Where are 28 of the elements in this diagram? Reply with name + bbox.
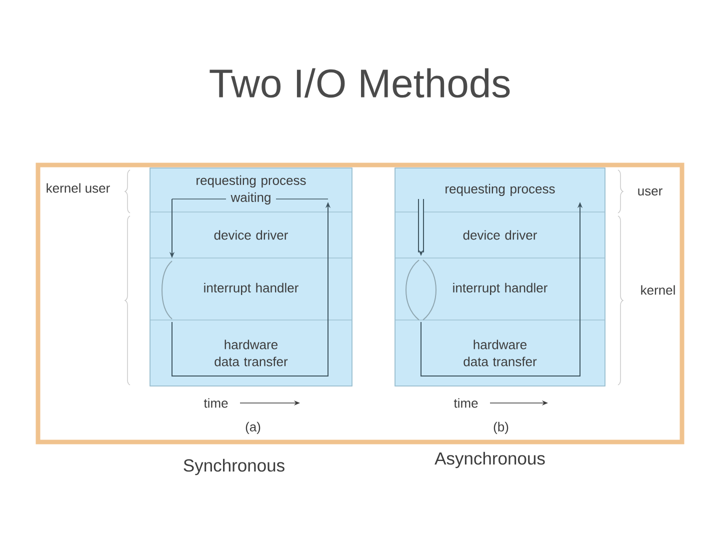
flow-line <box>172 317 328 376</box>
side-label: kernel user <box>46 183 110 193</box>
flow-line <box>406 289 420 320</box>
panel-box <box>150 168 352 386</box>
flow-line <box>420 317 580 376</box>
layer-row: requesting process <box>394 168 606 212</box>
panel-label: (b) <box>494 422 508 434</box>
panel-box <box>394 168 606 386</box>
flow-line <box>422 289 436 320</box>
layer-row: interrupt handler <box>150 258 352 320</box>
side-label: user <box>638 188 662 196</box>
method-label: Synchronous <box>184 458 284 476</box>
flow-line <box>162 260 172 290</box>
method-label: Asynchronous <box>434 452 545 468</box>
side-label: kernel <box>641 285 675 295</box>
layer-row: hardware data transfer <box>150 320 352 386</box>
flow-line <box>162 289 172 320</box>
title: Two I/O Methods <box>210 68 510 98</box>
layer-row: hardware data transfer <box>394 320 606 386</box>
flow-line <box>406 260 420 290</box>
layer-row: interrupt handler <box>394 258 606 320</box>
layer-row: requesting process waiting <box>150 168 352 212</box>
time-label: time <box>454 398 478 408</box>
layer-row: device driver <box>394 212 606 258</box>
flow-line <box>422 260 436 290</box>
layer-row: device driver <box>150 212 352 258</box>
panel-label: (a) <box>246 422 260 434</box>
time-label: time <box>204 398 228 408</box>
